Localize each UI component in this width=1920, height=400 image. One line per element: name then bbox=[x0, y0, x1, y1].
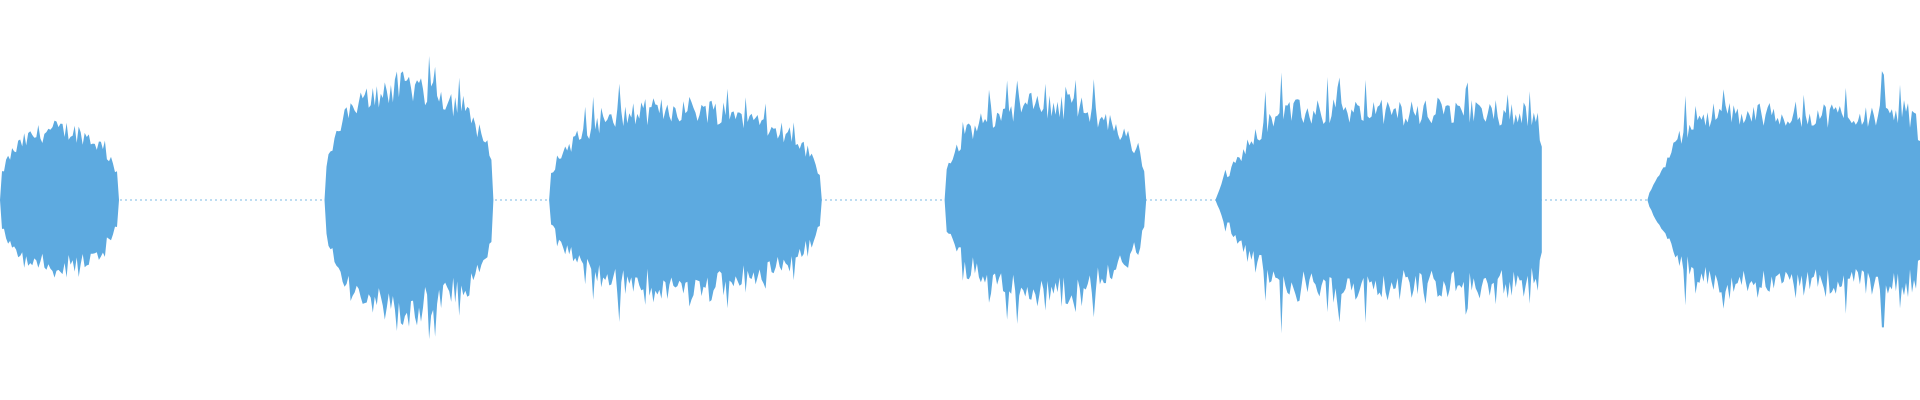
waveform-segment bbox=[944, 79, 1147, 324]
waveform-segment bbox=[1647, 71, 1920, 328]
waveform-segment bbox=[0, 120, 119, 278]
waveform-segments bbox=[0, 56, 1920, 340]
waveform-segment bbox=[549, 83, 822, 322]
waveform-segment bbox=[1215, 72, 1542, 334]
waveform-segment bbox=[324, 56, 494, 340]
